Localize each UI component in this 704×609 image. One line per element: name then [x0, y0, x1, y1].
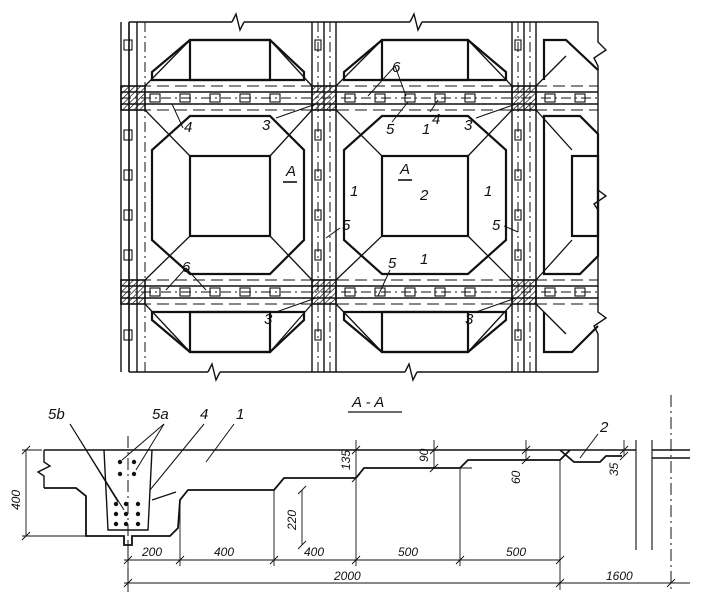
- label-2: 2: [419, 187, 429, 204]
- label-6b: 6: [182, 259, 191, 276]
- plan-labels: A A 2 1 1 1 1 3 3 3 3 4 4 5 5 5 5 6 6: [182, 59, 501, 328]
- dim-1600: 1600: [606, 569, 633, 583]
- label-5d: 5: [388, 255, 397, 272]
- dim-2000: 2000: [333, 569, 361, 583]
- section-label-4: 4: [200, 406, 208, 423]
- dim-400-height: 400: [9, 490, 23, 510]
- rebar-blocks-columns: [123, 39, 522, 341]
- dim-220: 220: [285, 510, 299, 531]
- section-cut-marks: [283, 179, 412, 183]
- dim-60: 60: [509, 470, 523, 484]
- label-6a: 6: [392, 59, 401, 76]
- dim-200: 200: [141, 545, 162, 559]
- label-5b: 5: [342, 217, 351, 234]
- label-3a: 3: [262, 117, 271, 134]
- section-label-5a: 5a: [152, 406, 169, 423]
- label-4a: 4: [184, 119, 192, 136]
- section-label-5b: 5b: [48, 406, 65, 423]
- cut-label-a2: A: [399, 161, 410, 178]
- coffer-bottoms: [188, 38, 600, 354]
- dim-135: 135: [339, 450, 353, 470]
- label-1d: 1: [422, 121, 430, 138]
- vertical-beam-2: [311, 22, 337, 372]
- dim-90: 90: [417, 448, 431, 462]
- plan-border: [128, 11, 608, 383]
- section-labels: A - A 5b 5a 4 1 2 400 135 90 60 35 220 2…: [9, 394, 633, 583]
- dim-500-a: 500: [398, 545, 418, 559]
- dim-500-b: 500: [506, 545, 526, 559]
- haunch-diagonals: [144, 39, 573, 353]
- section-label-2: 2: [599, 419, 609, 436]
- label-3d: 3: [465, 311, 474, 328]
- label-3b: 3: [464, 117, 473, 134]
- vertical-beam-3: [511, 22, 537, 372]
- dim-35: 35: [607, 462, 621, 476]
- label-5c: 5: [492, 217, 501, 234]
- dim-400-a: 400: [214, 545, 234, 559]
- dim-400-b: 400: [304, 545, 324, 559]
- section-view: [21, 395, 690, 592]
- label-3c: 3: [264, 311, 273, 328]
- label-1c: 1: [420, 251, 428, 268]
- plan-leaders: [165, 65, 519, 313]
- section-label-1: 1: [236, 406, 244, 423]
- vertical-beam-1: [120, 22, 146, 372]
- section-title: A - A: [351, 394, 384, 411]
- plan-view: [120, 11, 608, 383]
- label-5a: 5: [386, 121, 395, 138]
- cut-label-a1: A: [285, 163, 296, 180]
- dimension-lines: [21, 440, 690, 590]
- rebar-blocks-row-1: [149, 93, 586, 103]
- rebar-dots: [113, 459, 141, 527]
- label-1b: 1: [484, 183, 492, 200]
- label-1a: 1: [350, 183, 358, 200]
- rebar-blocks-row-2: [149, 287, 586, 297]
- column-hatched-blocks: [120, 85, 537, 305]
- section-leaders: [69, 423, 599, 511]
- label-4b: 4: [432, 111, 440, 128]
